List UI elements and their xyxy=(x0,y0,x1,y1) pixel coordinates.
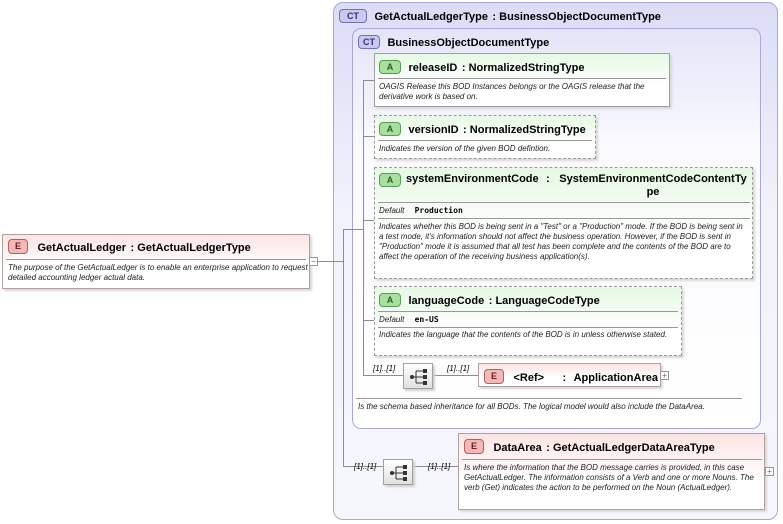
sequence-compositor[interactable] xyxy=(383,459,413,485)
root-element-divider xyxy=(6,259,306,260)
connector xyxy=(432,375,478,376)
complex-type-extension-icon: CT xyxy=(339,8,367,23)
root-element-name: GetActualLedger xyxy=(37,242,127,254)
attribute-name: systemEnvironmentCode xyxy=(406,173,539,185)
outer-type-separator: : xyxy=(492,11,500,23)
attribute-description: OAGIS Release this BOD Instances belongs… xyxy=(379,82,645,101)
attribute-type: NormalizedStringType xyxy=(469,124,586,136)
data-area-header: E DataArea : GetActualLedgerDataAreaType xyxy=(464,438,762,455)
attribute-type: SystemEnvironmentCodeContentTy pe xyxy=(555,173,751,199)
attribute-divider xyxy=(378,78,666,79)
attribute-description: Indicates the version of the given BOD d… xyxy=(379,144,551,153)
attribute-header: A systemEnvironmentCode : SystemEnvironm… xyxy=(379,172,751,202)
attribute-icon: A xyxy=(379,292,401,307)
attribute-divider xyxy=(378,327,678,328)
attribute-type-line: pe xyxy=(646,186,660,198)
application-area-separator: : xyxy=(562,372,567,384)
cardinality-label: [1]..[1] xyxy=(447,364,470,373)
data-area-element[interactable]: E DataArea : GetActualLedgerDataAreaType… xyxy=(458,433,765,510)
attribute-header: A releaseID : NormalizedStringType xyxy=(379,58,667,74)
connector xyxy=(310,261,344,262)
ref-label: <Ref> xyxy=(513,372,545,384)
attribute-default: Default Production xyxy=(379,206,679,216)
attribute-default: Default en-US xyxy=(379,315,679,325)
attribute-type: NormalizedStringType xyxy=(468,62,585,74)
default-value: Production xyxy=(414,206,463,215)
connector xyxy=(343,229,363,230)
inner-type-divider xyxy=(356,398,742,399)
sequence-icon xyxy=(390,465,407,481)
attribute-name: languageCode xyxy=(408,295,485,307)
data-area-description: Is where the information that the BOD me… xyxy=(464,463,754,492)
outer-type-base: BusinessObjectDocumentType xyxy=(499,11,661,23)
cardinality-label: [1]..[1] xyxy=(373,364,396,373)
outer-type-header: CT GetActualLedgerType : BusinessObjectD… xyxy=(339,7,769,23)
root-element-description: The purpose of the GetActualLedger is to… xyxy=(8,263,308,282)
data-area-separator: : xyxy=(546,442,553,454)
cardinality-label: [1]..[1] xyxy=(354,462,377,471)
attribute-divider xyxy=(378,218,750,219)
connector xyxy=(412,466,458,467)
connector xyxy=(363,80,375,81)
connector xyxy=(343,229,344,467)
connector xyxy=(363,320,375,321)
attribute-header: A versionID : NormalizedStringType xyxy=(379,120,593,136)
inner-type-description: Is the schema based inheritance for all … xyxy=(358,402,705,411)
complex-type-icon: CT xyxy=(358,34,380,49)
attribute-icon: A xyxy=(379,173,401,187)
data-area-type: GetActualLedgerDataAreaType xyxy=(552,442,715,454)
expand-toggle-icon[interactable]: + xyxy=(765,467,774,476)
sequence-icon xyxy=(410,369,427,385)
attribute-languagecode[interactable]: A languageCode : LanguageCodeType Defaul… xyxy=(374,286,682,356)
attribute-name: versionID xyxy=(408,124,459,136)
application-area-name: ApplicationArea xyxy=(573,372,658,384)
default-value: en-US xyxy=(414,315,439,324)
attribute-icon: A xyxy=(379,121,401,136)
element-icon: E xyxy=(464,439,484,455)
root-element-header: E GetActualLedger : GetActualLedgerType xyxy=(8,238,306,255)
attribute-description: Indicates the language that the contents… xyxy=(379,330,668,339)
attribute-icon: A xyxy=(379,59,401,74)
inner-type-name: BusinessObjectDocumentType xyxy=(387,37,550,49)
application-area-header: E <Ref> : ApplicationArea xyxy=(484,368,660,385)
attribute-type: LanguageCodeType xyxy=(495,295,600,307)
connector xyxy=(343,466,383,467)
attribute-separator: : xyxy=(463,124,470,136)
collapse-toggle-icon[interactable]: − xyxy=(309,257,318,266)
sequence-compositor[interactable] xyxy=(403,363,433,389)
connector xyxy=(363,375,403,376)
default-label: Default xyxy=(379,315,405,324)
application-area-element[interactable]: E <Ref> : ApplicationArea xyxy=(478,363,661,387)
connector xyxy=(363,80,364,376)
root-element-type: GetActualLedgerType xyxy=(137,242,251,254)
attribute-separator: : xyxy=(546,173,550,185)
connector xyxy=(363,136,375,137)
attribute-type-line: SystemEnvironmentCodeContentTy xyxy=(559,173,747,185)
outer-type-name: GetActualLedgerType xyxy=(374,11,488,23)
root-element-separator: : xyxy=(130,242,138,254)
root-element[interactable]: E GetActualLedger : GetActualLedgerType … xyxy=(2,234,310,289)
connector xyxy=(363,220,375,221)
inner-type-header: CT BusinessObjectDocumentType xyxy=(358,33,738,49)
element-icon: E xyxy=(8,239,28,255)
attribute-name: releaseID xyxy=(408,62,458,74)
attribute-separator: : xyxy=(461,62,469,74)
attribute-divider xyxy=(378,311,678,312)
attribute-releaseid[interactable]: A releaseID : NormalizedStringType OAGIS… xyxy=(374,53,670,107)
attribute-systemenvironmentcode[interactable]: A systemEnvironmentCode : SystemEnvironm… xyxy=(374,167,753,279)
default-label: Default xyxy=(379,206,405,215)
data-area-name: DataArea xyxy=(493,442,542,454)
element-icon: E xyxy=(484,369,504,385)
data-area-divider xyxy=(462,459,762,460)
attribute-separator: : xyxy=(488,295,496,307)
attribute-divider xyxy=(378,140,592,141)
cardinality-label: [1]..[1] xyxy=(428,462,451,471)
attribute-divider xyxy=(378,202,750,203)
expand-toggle-icon[interactable]: + xyxy=(660,371,669,380)
attribute-versionid[interactable]: A versionID : NormalizedStringType Indic… xyxy=(374,115,596,159)
attribute-header: A languageCode : LanguageCodeType xyxy=(379,291,679,307)
attribute-description: Indicates whether this BOD is being sent… xyxy=(379,222,743,261)
